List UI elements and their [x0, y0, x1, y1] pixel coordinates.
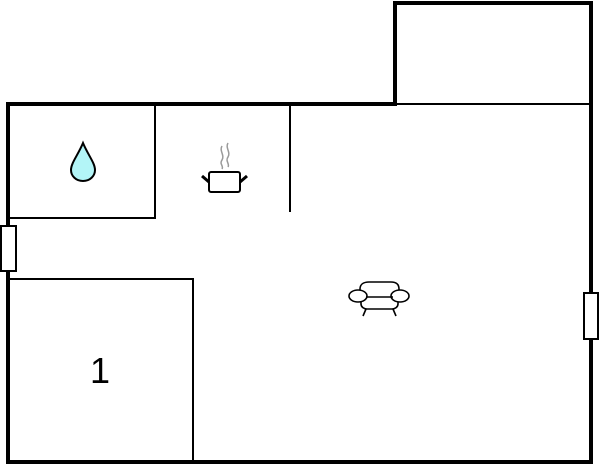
water-drop-icon — [69, 140, 97, 183]
window-left — [0, 225, 17, 272]
armchair-icon — [348, 281, 410, 317]
outer-walls — [6, 1, 593, 464]
cooking-pot-icon — [201, 142, 248, 193]
interior-walls — [8, 103, 591, 462]
room-label-1: 1 — [90, 350, 111, 391]
window-right — [583, 292, 599, 340]
